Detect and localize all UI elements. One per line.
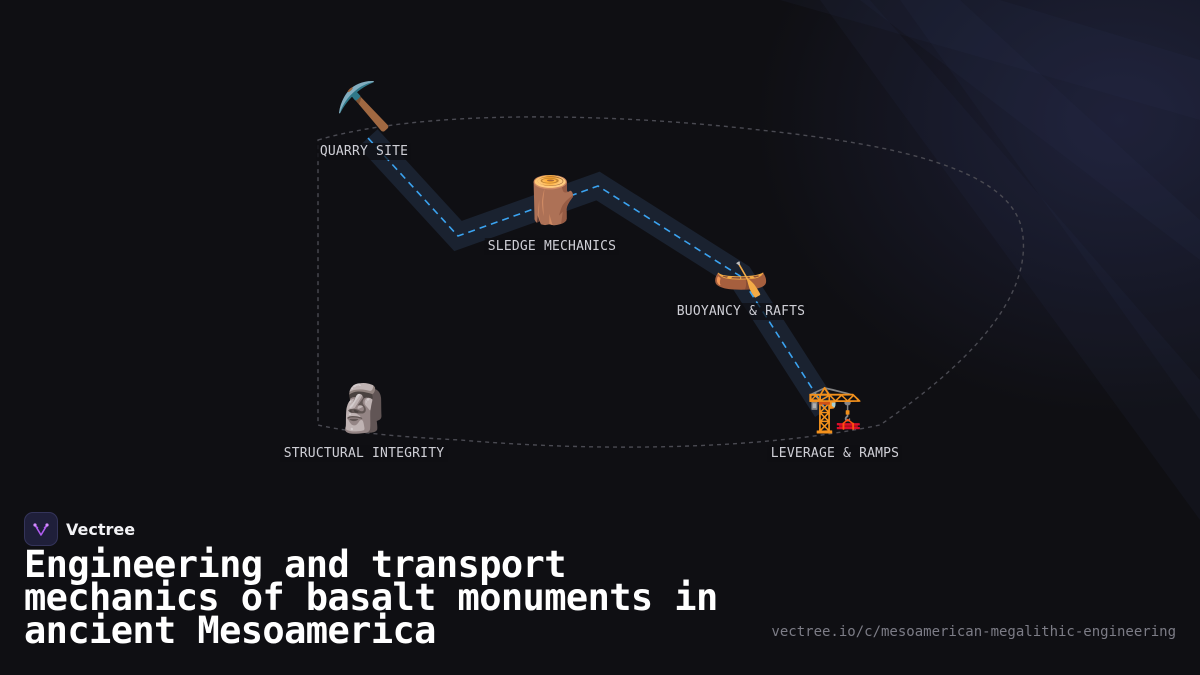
source-url: vectree.io/c/mesoamerican-megalithic-eng… bbox=[771, 624, 1176, 640]
moai-icon: 🗿 bbox=[335, 381, 393, 435]
canoe-icon: 🛶 bbox=[712, 245, 770, 299]
crane-icon: 🏗️ bbox=[806, 381, 864, 435]
brand-name: Vectree bbox=[66, 519, 136, 539]
vectree-logo-icon bbox=[24, 512, 58, 546]
cycle-loop bbox=[317, 116, 1025, 448]
node-label-leverage-ramps: LEVERAGE & RAMPS bbox=[767, 445, 903, 462]
node-label-sledge-mechanics: SLEDGE MECHANICS bbox=[484, 238, 620, 255]
node-label-structural-integrity: STRUCTURAL INTEGRITY bbox=[280, 445, 448, 462]
brand: Vectree bbox=[24, 512, 135, 546]
log-icon: 🪵 bbox=[523, 173, 581, 227]
route-line bbox=[367, 137, 827, 411]
pickaxe-icon: ⛏️ bbox=[335, 79, 393, 133]
page-title: Engineering and transport mechanics of b… bbox=[24, 543, 718, 652]
node-label-buoyancy-rafts: BUOYANCY & RAFTS bbox=[673, 303, 809, 320]
node-label-quarry-site: QUARRY SITE bbox=[316, 143, 412, 160]
